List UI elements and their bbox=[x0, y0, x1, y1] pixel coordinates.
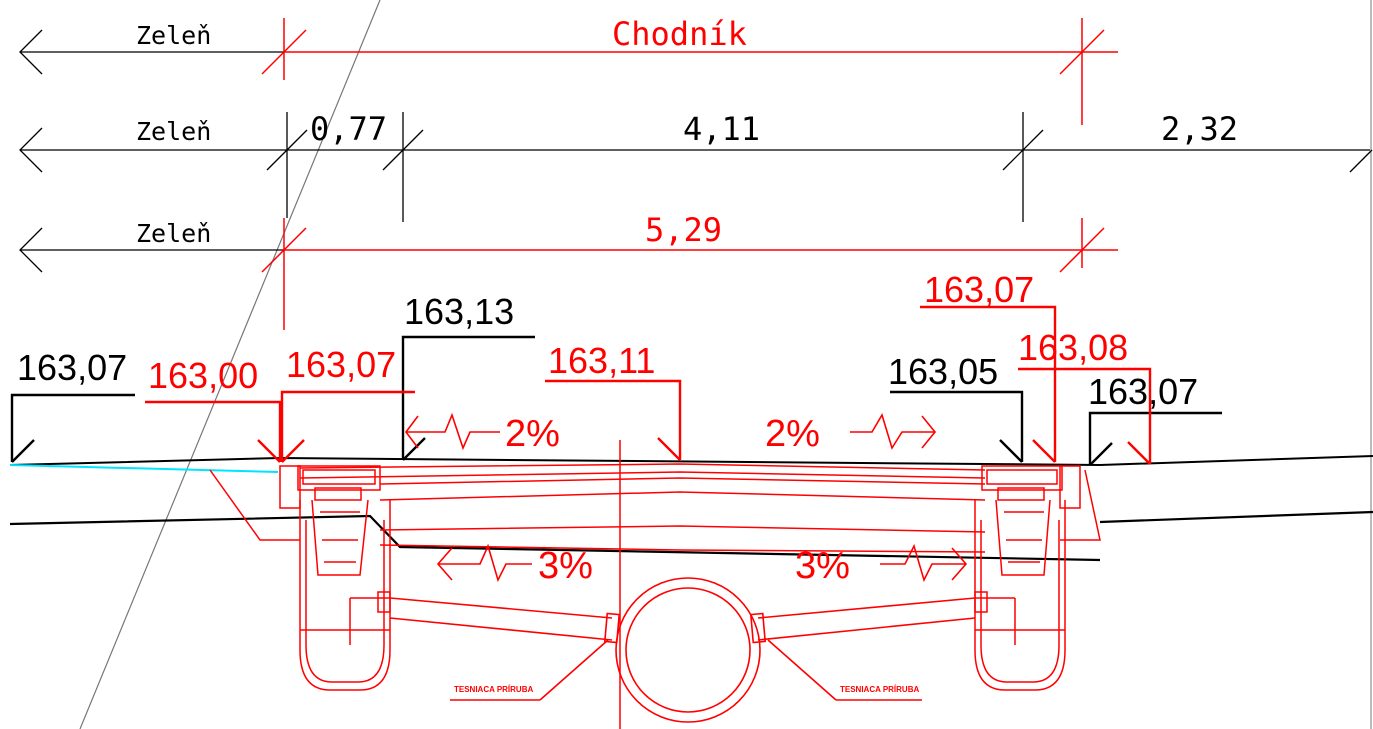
dim2-left-label: Zeleň bbox=[136, 117, 211, 146]
drain-pipes bbox=[389, 577, 976, 723]
dim2-seg1-value: 0,77 bbox=[310, 110, 387, 148]
level-label-5: 163,11 bbox=[548, 340, 655, 381]
level-leaders-black bbox=[10, 335, 1222, 466]
left-inlet bbox=[279, 465, 391, 691]
level-label-7: 163,05 bbox=[888, 351, 998, 392]
level-label-4: 163,13 bbox=[404, 291, 514, 332]
dim1-main-label: Chodník bbox=[612, 15, 747, 53]
slope-label-1: 2% bbox=[505, 413, 560, 455]
dim2-seg3-value: 2,32 bbox=[1161, 110, 1238, 148]
note-right: TESNIACA PRÍRUBA bbox=[840, 685, 919, 694]
dim1-left-label: Zeleň bbox=[136, 21, 211, 50]
dim3-main-label: 5,29 bbox=[645, 211, 722, 249]
level-label-6: 163,07 bbox=[924, 269, 1034, 310]
terrain-lines bbox=[9, 440, 1373, 729]
pavement-layers bbox=[209, 463, 1101, 553]
main-pipe bbox=[615, 577, 761, 723]
dim3-left-label: Zeleň bbox=[136, 219, 211, 248]
level-label-9: 163,07 bbox=[1088, 371, 1198, 412]
dimension-row-1: Zeleň Chodník bbox=[19, 15, 1118, 125]
level-label-2: 163,00 bbox=[148, 355, 258, 396]
slope-label-4: 3% bbox=[795, 545, 850, 587]
level-label-3: 163,07 bbox=[286, 344, 396, 385]
dimension-row-3: Zeleň 5,29 bbox=[19, 211, 1118, 330]
slope-label-3: 3% bbox=[538, 545, 593, 587]
level-leaders-red bbox=[145, 305, 1152, 465]
section-boundary-line bbox=[79, 0, 381, 729]
right-inlet bbox=[974, 465, 1081, 691]
level-label-1: 163,07 bbox=[17, 347, 127, 388]
level-label-8: 163,08 bbox=[1018, 327, 1128, 368]
dimension-row-2: Zeleň 0,77 4,11 2,32 bbox=[19, 110, 1373, 222]
note-left: TESNIACA PRÍRUBA bbox=[454, 685, 533, 694]
dim2-seg2-value: 4,11 bbox=[683, 110, 760, 148]
slope-label-2: 2% bbox=[765, 413, 820, 455]
slope-arrows bbox=[405, 412, 968, 583]
